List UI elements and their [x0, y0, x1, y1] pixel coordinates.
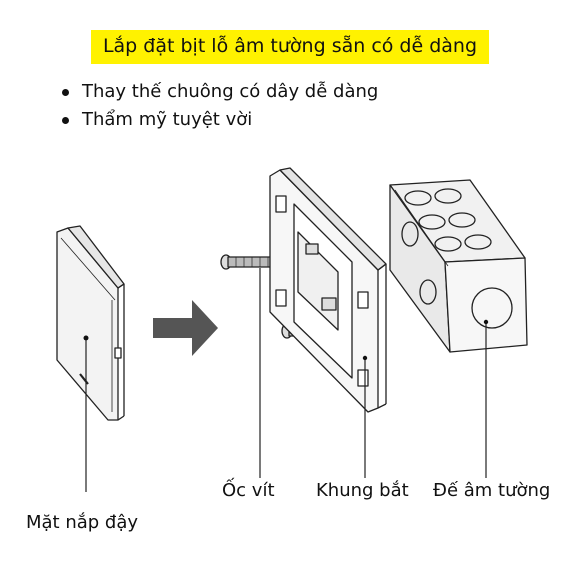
frame-label: Khung bắt	[316, 480, 409, 501]
feature-item: Thẩm mỹ tuyệt vời	[62, 106, 378, 134]
feature-text: Thay thế chuông có dây dễ dàng	[82, 81, 379, 102]
feature-item: Thay thế chuông có dây dễ dàng	[62, 78, 378, 106]
cover-plate-icon	[56, 225, 125, 421]
box-marker	[483, 319, 489, 325]
arrow-right-icon	[153, 300, 218, 356]
wall-box-icon	[389, 179, 528, 353]
feature-list: Thay thế chuông có dây dễ dàng Thẩm mỹ t…	[62, 78, 378, 134]
box-label: Đế âm tường	[433, 480, 551, 501]
mounting-frame-icon	[269, 167, 387, 413]
title-wrap: Lắp đặt bịt lỗ âm tường sẵn có dễ dàng	[0, 30, 580, 64]
bullet-icon	[62, 117, 69, 124]
frame-marker	[362, 355, 368, 361]
page-title: Lắp đặt bịt lỗ âm tường sẵn có dễ dàng	[90, 30, 490, 64]
screws-label: Ốc vít	[222, 480, 275, 501]
feature-text: Thẩm mỹ tuyệt vời	[82, 109, 253, 130]
cover-label: Mặt nắp đậy	[26, 512, 139, 533]
bullet-icon	[62, 89, 69, 96]
cover-marker	[83, 335, 89, 341]
